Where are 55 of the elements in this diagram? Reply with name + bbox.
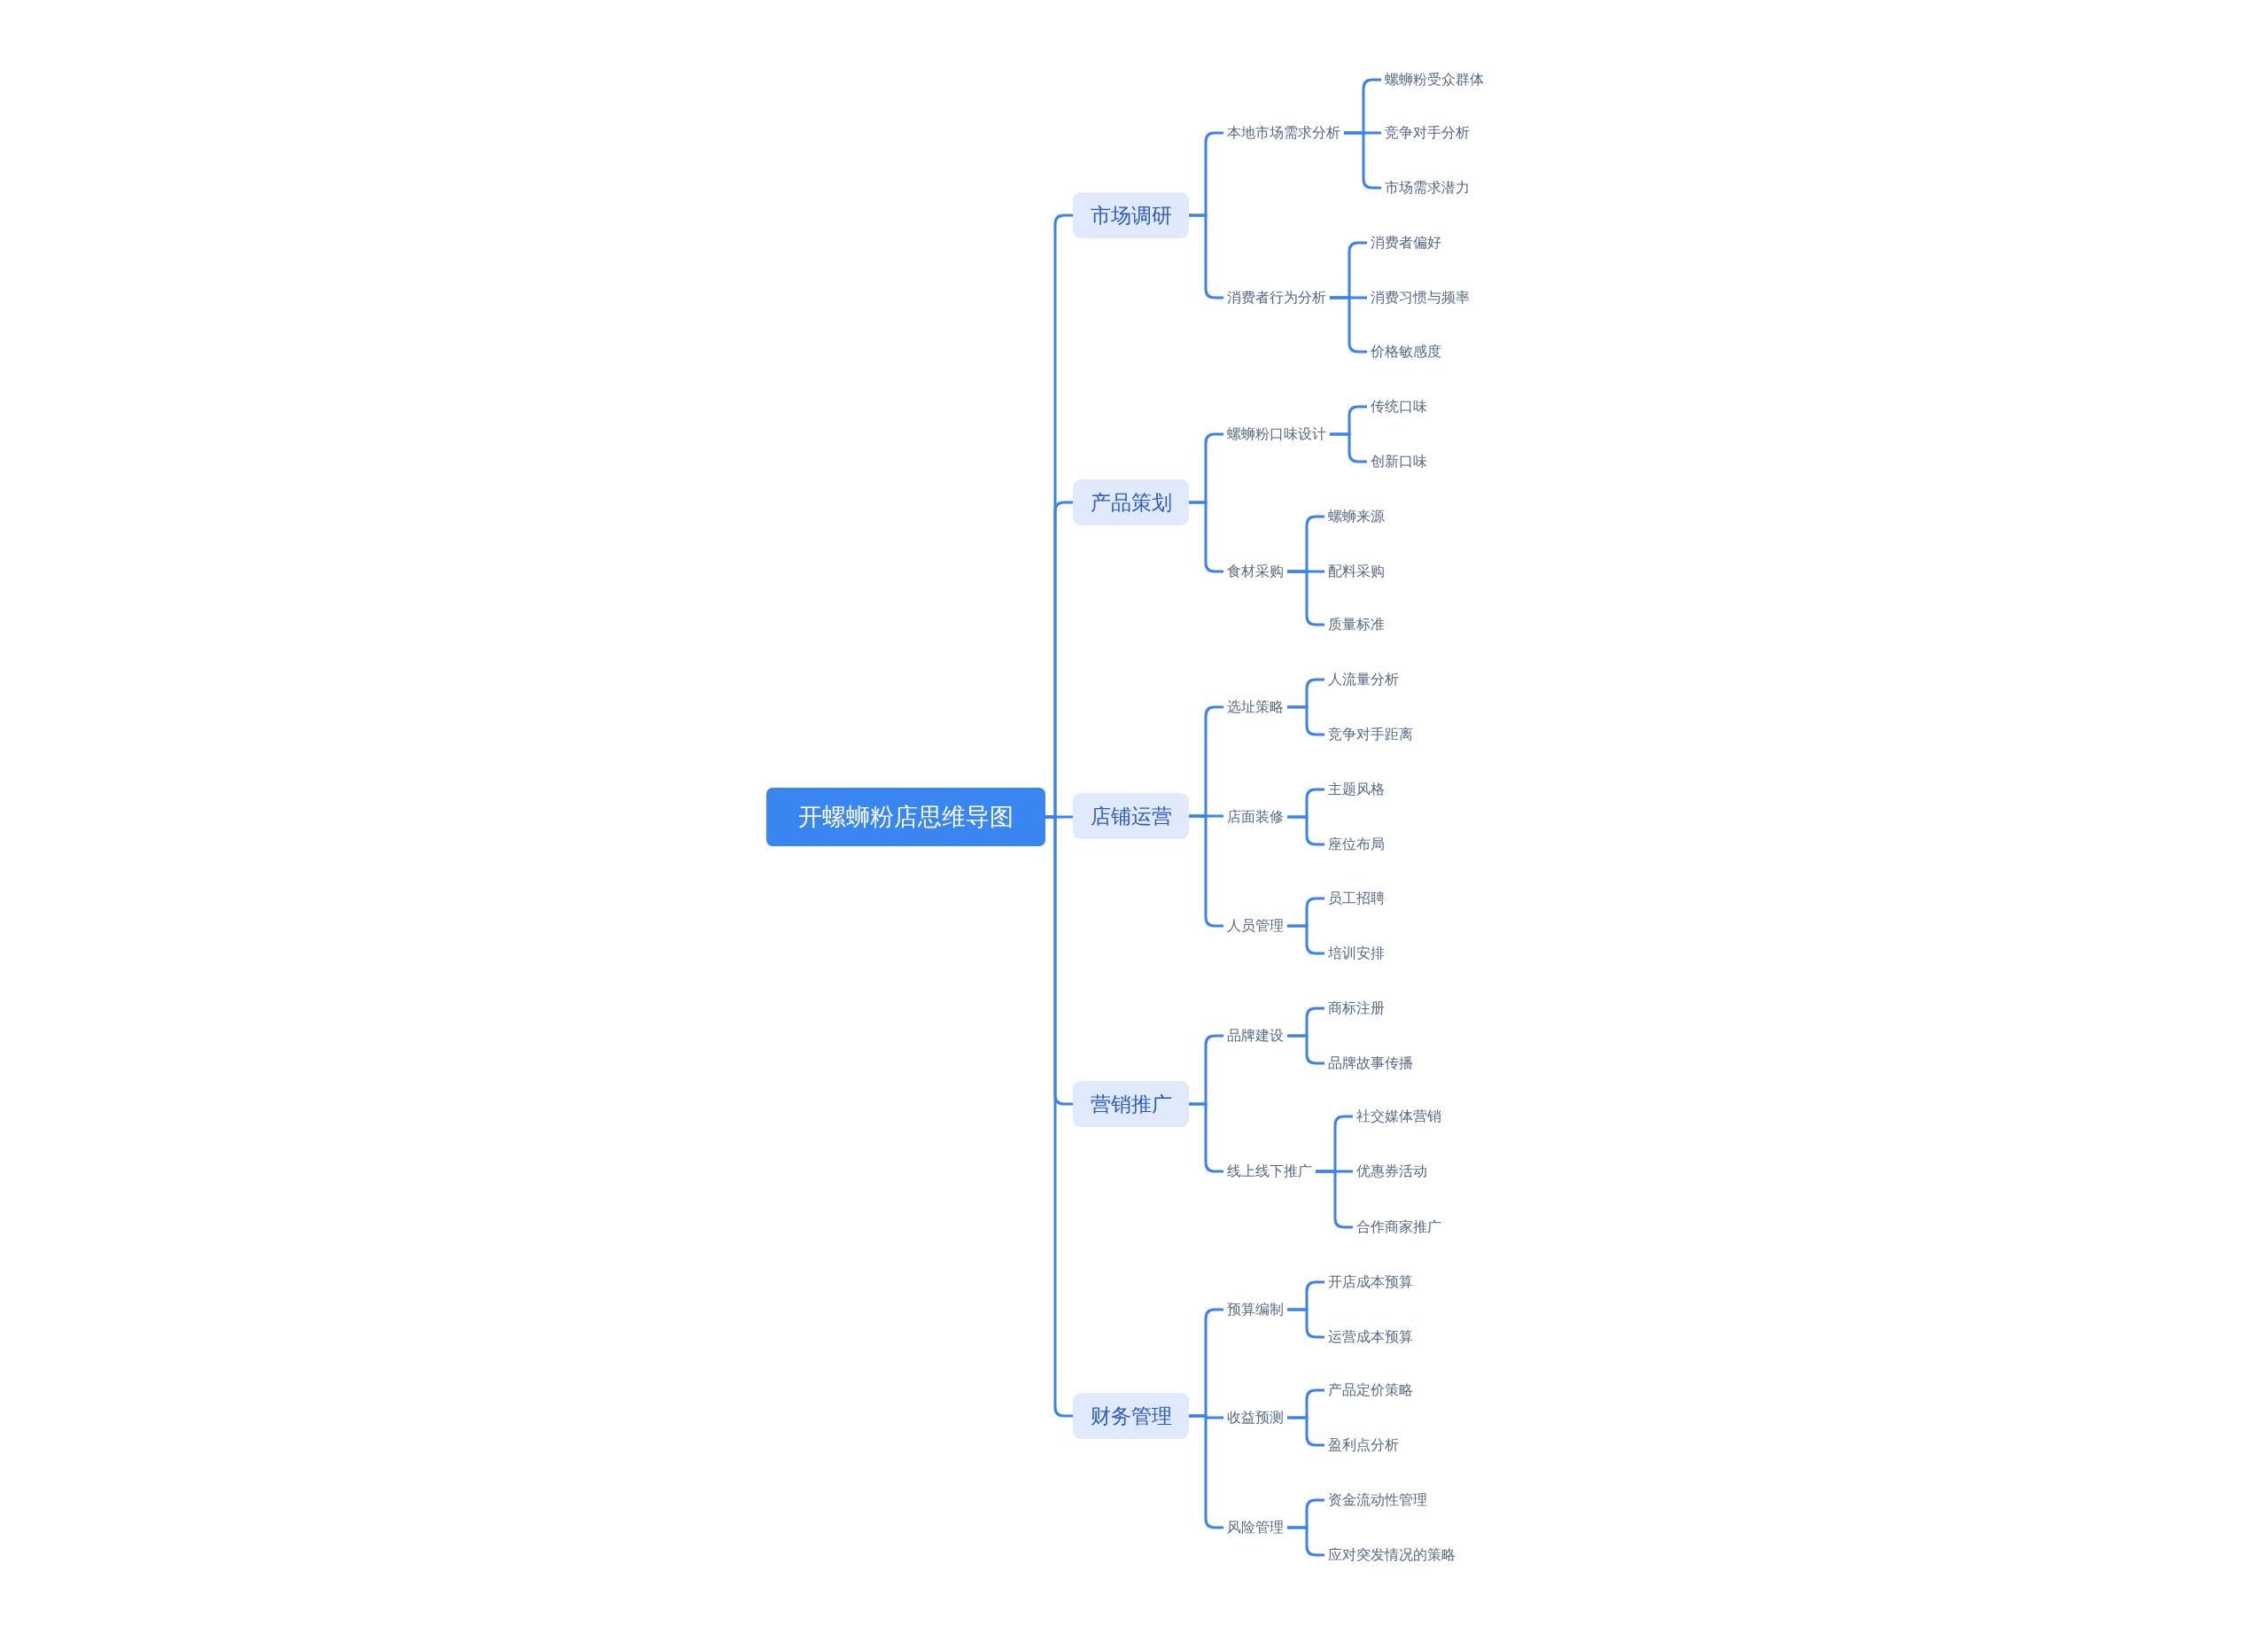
- leaf-label: 市场需求潜力: [1381, 176, 1473, 199]
- branch-label: 人员管理: [1223, 914, 1287, 937]
- leaf-label: 消费习惯与频率: [1367, 286, 1473, 309]
- leaf-label: 竞争对手分析: [1381, 121, 1473, 144]
- connector-line: [1045, 815, 1073, 1418]
- connector-line: [1287, 705, 1324, 736]
- leaf-label: 培训安排: [1324, 942, 1388, 965]
- topic-box: 市场调研: [1073, 192, 1189, 238]
- branch-label: 螺蛳粉口味设计: [1223, 423, 1330, 446]
- leaf-label: 资金流动性管理: [1324, 1489, 1431, 1512]
- leaf-label: 应对突发情况的策略: [1324, 1544, 1459, 1567]
- branch-label: 店面装修: [1223, 805, 1287, 828]
- leaf-label: 传统口味: [1367, 395, 1431, 418]
- connector-line: [1287, 1034, 1324, 1065]
- branch-label: 品牌建设: [1223, 1024, 1287, 1047]
- leaf-label: 社交媒体营销: [1353, 1105, 1445, 1128]
- branch-label: 风险管理: [1223, 1516, 1287, 1539]
- branch-label: 线上线下推广: [1223, 1160, 1316, 1183]
- topic-box: 产品策划: [1073, 479, 1189, 525]
- root-topic-box: 开螺蛳粉店思维导图: [766, 788, 1045, 846]
- connector-line: [1287, 815, 1324, 846]
- leaf-label: 螺蛳粉受众群体: [1381, 68, 1487, 91]
- leaf-label: 员工招聘: [1324, 887, 1388, 910]
- branch-label: 消费者行为分析: [1223, 286, 1330, 309]
- topic-box: 财务管理: [1073, 1393, 1189, 1439]
- connector-line: [1330, 432, 1367, 463]
- leaf-label: 优惠券活动: [1353, 1160, 1431, 1183]
- topic-box: 营销推广: [1073, 1081, 1189, 1127]
- connector-line: [1287, 1308, 1324, 1339]
- leaf-label: 主题风格: [1324, 778, 1388, 801]
- leaf-label: 质量标准: [1324, 613, 1388, 636]
- leaf-label: 合作商家推广: [1353, 1216, 1445, 1239]
- leaf-label: 消费者偏好: [1367, 231, 1445, 254]
- branch-label: 食材采购: [1223, 560, 1287, 583]
- leaf-label: 开店成本预算: [1324, 1271, 1417, 1294]
- leaf-label: 创新口味: [1367, 450, 1431, 473]
- leaf-label: 品牌故事传播: [1324, 1052, 1417, 1075]
- leaf-label: 座位布局: [1324, 833, 1388, 856]
- leaf-label: 产品定价策略: [1324, 1379, 1417, 1402]
- connector-line: [1287, 924, 1324, 955]
- leaf-label: 配料采购: [1324, 560, 1388, 583]
- connector-line: [1287, 1526, 1324, 1557]
- leaf-label: 盈利点分析: [1324, 1434, 1402, 1457]
- leaf-label: 螺蛳来源: [1324, 505, 1388, 528]
- branch-label: 收益预测: [1223, 1406, 1287, 1429]
- branch-label: 选址策略: [1223, 696, 1287, 719]
- connector-line: [1287, 1416, 1324, 1447]
- leaf-label: 竞争对手距离: [1324, 723, 1417, 746]
- topic-box: 店铺运营: [1073, 793, 1189, 839]
- branch-label: 预算编制: [1223, 1298, 1287, 1321]
- branch-label: 本地市场需求分析: [1223, 121, 1344, 144]
- leaf-label: 价格敏感度: [1367, 340, 1445, 363]
- leaf-label: 运营成本预算: [1324, 1326, 1417, 1349]
- leaf-label: 商标注册: [1324, 997, 1388, 1020]
- leaf-label: 人流量分析: [1324, 668, 1402, 691]
